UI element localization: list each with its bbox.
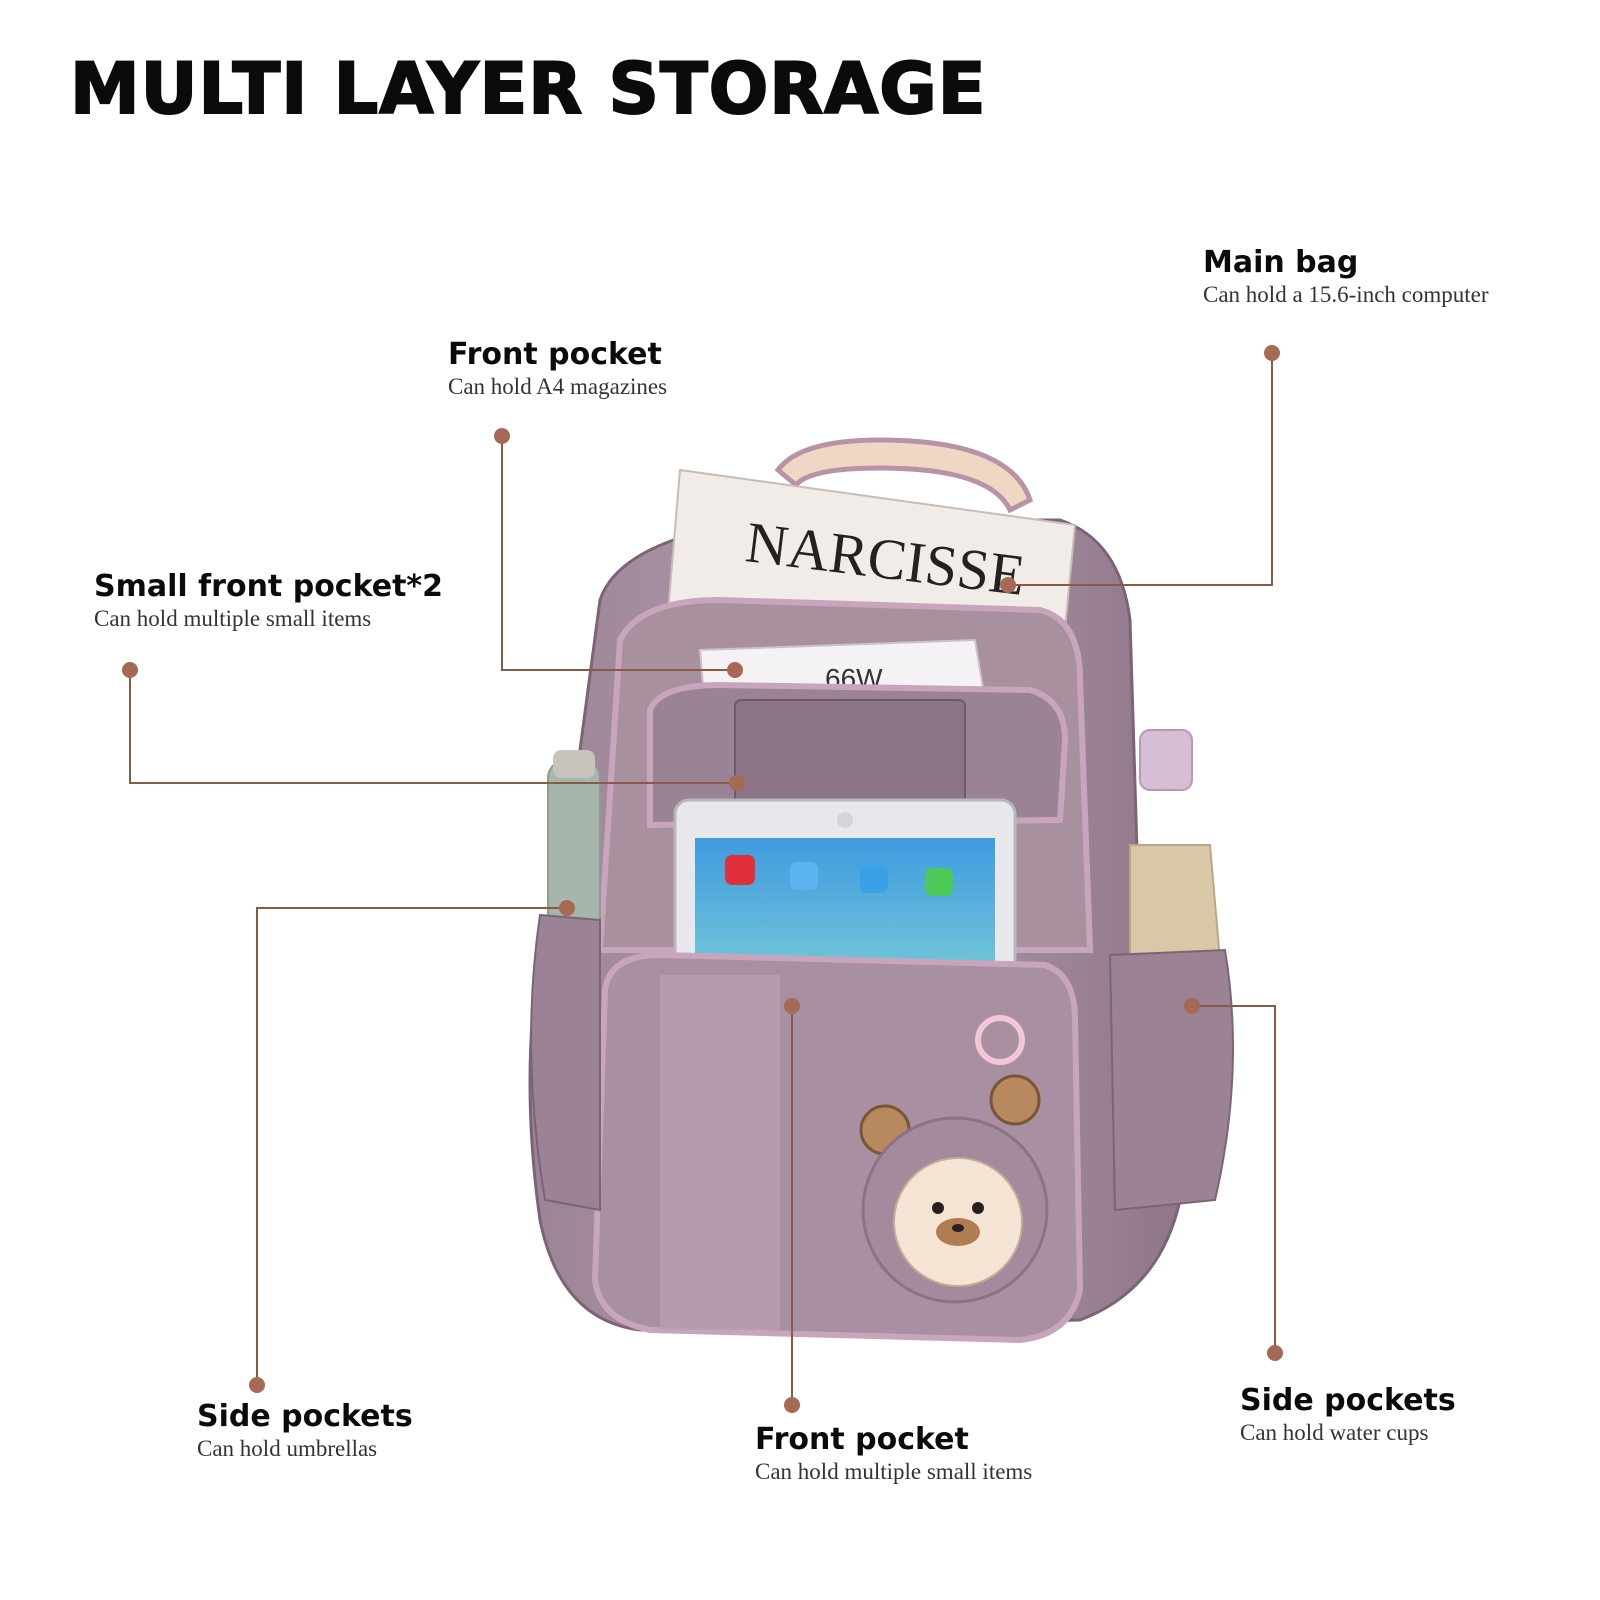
dot-front-bottom-b: [784, 1397, 800, 1413]
right-side-pocket: [1108, 948, 1234, 1212]
handle: [774, 437, 1034, 514]
callout-title: Main bag: [1203, 245, 1359, 280]
callout-small-front-pocket: Small front pocket*2 Can hold multiple s…: [94, 570, 443, 634]
left-side-pocket: [530, 913, 601, 1212]
dot-front-top-a: [494, 428, 510, 444]
dot-side-right-b: [1267, 1345, 1283, 1361]
leader-small-front-pocket: [129, 670, 737, 784]
dot-small-b: [729, 775, 745, 791]
callout-main-bag: Main bag Can hold a 15.6-inch computer: [1203, 246, 1489, 310]
callout-side-pockets-right: Side pockets Can hold water cups: [1240, 1384, 1456, 1448]
leader-side-pockets-right: [1192, 1005, 1276, 1353]
wallet: [734, 699, 966, 806]
callout-desc: Can hold water cups: [1240, 1420, 1429, 1445]
callout-front-pocket-top: Front pocket Can hold A4 magazines: [448, 338, 667, 402]
callout-title: Front pocket: [755, 1422, 969, 1457]
dot-side-right-a: [1184, 998, 1200, 1014]
callout-title: Small front pocket*2: [94, 569, 443, 604]
headline: MULTI LAYER STORAGE: [69, 47, 987, 131]
callout-title: Side pockets: [197, 1399, 413, 1434]
leader-main-bag: [1008, 353, 1273, 586]
callout-title: Side pockets: [1240, 1383, 1456, 1418]
leader-side-pockets-left: [256, 907, 567, 1385]
leader-lines: [129, 353, 1276, 1405]
dot-main-bag-a: [1264, 345, 1280, 361]
water-bottle: [547, 750, 601, 941]
callout-desc: Can hold multiple small items: [755, 1459, 1033, 1484]
dot-side-left-b: [559, 900, 575, 916]
dot-main-bag-b: [1000, 577, 1016, 593]
callout-desc: Can hold a 15.6-inch computer: [1203, 282, 1489, 307]
dot-side-left-a: [249, 1377, 265, 1393]
leader-dots: [122, 345, 1283, 1413]
umbrella: [1129, 729, 1222, 961]
tablet: [673, 798, 1017, 977]
callout-desc: Can hold multiple small items: [94, 606, 372, 631]
callout-side-pockets-left: Side pockets Can hold umbrellas: [197, 1400, 413, 1464]
dot-small-a: [122, 662, 138, 678]
bear-coin-purse: [859, 1015, 1049, 1304]
callout-desc: Can hold umbrellas: [197, 1436, 378, 1461]
front-stripe: [660, 975, 780, 1330]
callout-desc: Can hold A4 magazines: [448, 374, 668, 399]
callout-title: Front pocket: [448, 337, 662, 372]
leader-front-pocket-top: [501, 436, 735, 671]
dot-front-top-b: [727, 662, 743, 678]
dot-front-bottom-a: [784, 998, 800, 1014]
callout-front-pocket-bottom: Front pocket Can hold multiple small ite…: [755, 1423, 1032, 1487]
